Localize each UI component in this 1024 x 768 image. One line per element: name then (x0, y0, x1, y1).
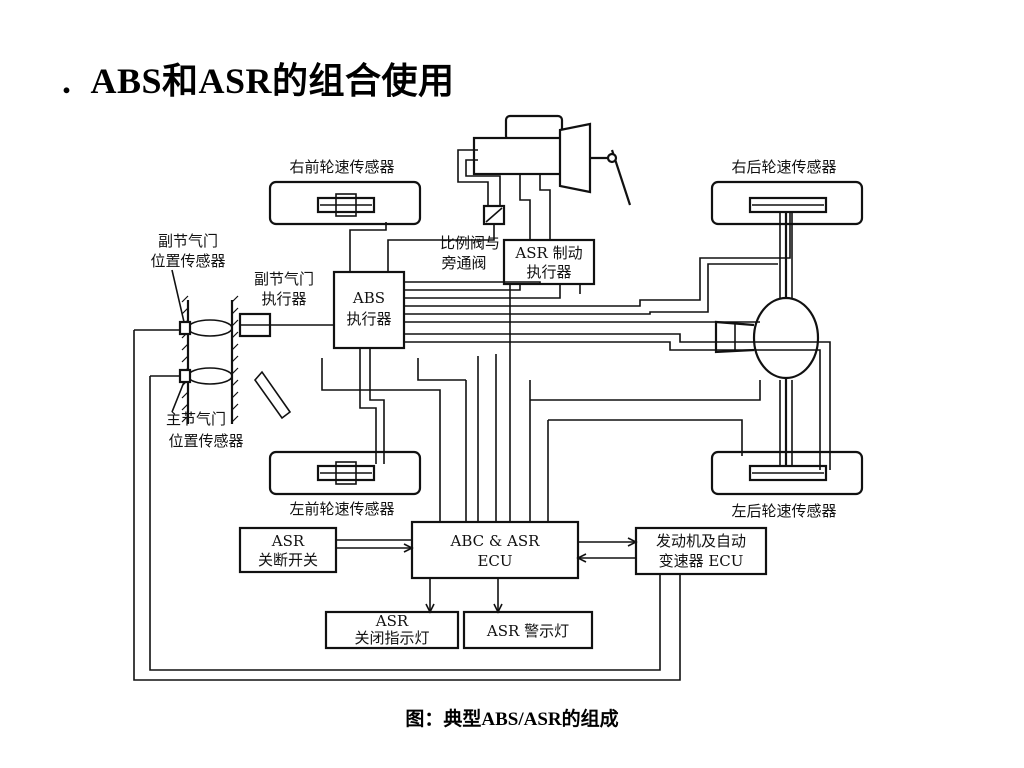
proportion-valve (482, 204, 506, 226)
asr-switch-label-1: ASR (271, 532, 305, 550)
hydraulic-lines (240, 149, 831, 470)
front-left-sensor-label: 左前轮速传感器 (289, 500, 394, 518)
asr-switch: ASR 关断开关 (238, 526, 338, 574)
engine-ecu-label-2: 变速器 ECU (659, 552, 744, 570)
throttle-body (178, 295, 292, 424)
asr-brake-actuator: ASR 制动 执行器 (502, 238, 596, 286)
ecu-label-2: ECU (477, 552, 512, 570)
abs-actuator-label-2: 执行器 (346, 310, 391, 328)
sub-throttle-sensor-label-2: 位置传感器 (150, 252, 225, 270)
main-throttle-sensor-label-1: 主节气门 (166, 410, 226, 428)
abs-actuator: ABS 执行器 (332, 270, 406, 350)
rear-left-sensor-label: 左后轮速传感器 (731, 502, 836, 520)
figure-caption: 图：典型ABS/ASR的组成 (405, 709, 619, 730)
abs-actuator-label-1: ABS (352, 289, 385, 307)
rear-differential (714, 212, 820, 465)
slide-title: . ABS和ASR的组合使用 (62, 52, 455, 104)
title-bullet: . (62, 61, 72, 101)
brake-master-cylinder (472, 114, 632, 206)
front-left-wheel (268, 450, 422, 496)
engine-ecu-label-1: 发动机及自动 (656, 532, 746, 550)
asr-switch-label-2: 关断开关 (258, 551, 318, 569)
sub-throttle-actuator-label-1: 副节气门 (254, 270, 314, 288)
sub-throttle-sensor-label-1: 副节气门 (158, 232, 218, 250)
rear-right-sensor-label: 右后轮速传感器 (731, 158, 836, 176)
asr-warning-lamp: ASR 警示灯 (462, 610, 594, 650)
proportion-valve-label-1: 比例阀与 (440, 234, 500, 252)
engine-transmission-ecu: 发动机及自动 变速器 ECU (634, 526, 768, 576)
asr-close-light-label-1: ASR (375, 612, 409, 630)
ecu-label-1: ABC & ASR (450, 532, 541, 550)
front-right-wheel (268, 180, 422, 226)
abc-asr-ecu: ABC & ASR ECU (410, 520, 580, 580)
front-right-sensor-label: 右前轮速传感器 (289, 158, 394, 176)
asr-brake-actuator-label-1: ASR 制动 (514, 244, 582, 262)
asr-warning-light-label: ASR 警示灯 (486, 622, 569, 640)
title-text: ABS和ASR的组合使用 (90, 61, 455, 101)
asr-brake-actuator-label-2: 执行器 (526, 263, 571, 281)
main-throttle-sensor-label-2: 位置传感器 (168, 432, 243, 450)
proportion-valve-label-2: 旁通阀 (441, 254, 486, 272)
ecu-wires (133, 284, 761, 681)
sub-throttle-actuator-label-2: 执行器 (261, 290, 306, 308)
asr-close-light-label-2: 关闭指示灯 (354, 629, 429, 647)
asr-close-indicator: ASR 关闭指示灯 (324, 610, 460, 650)
